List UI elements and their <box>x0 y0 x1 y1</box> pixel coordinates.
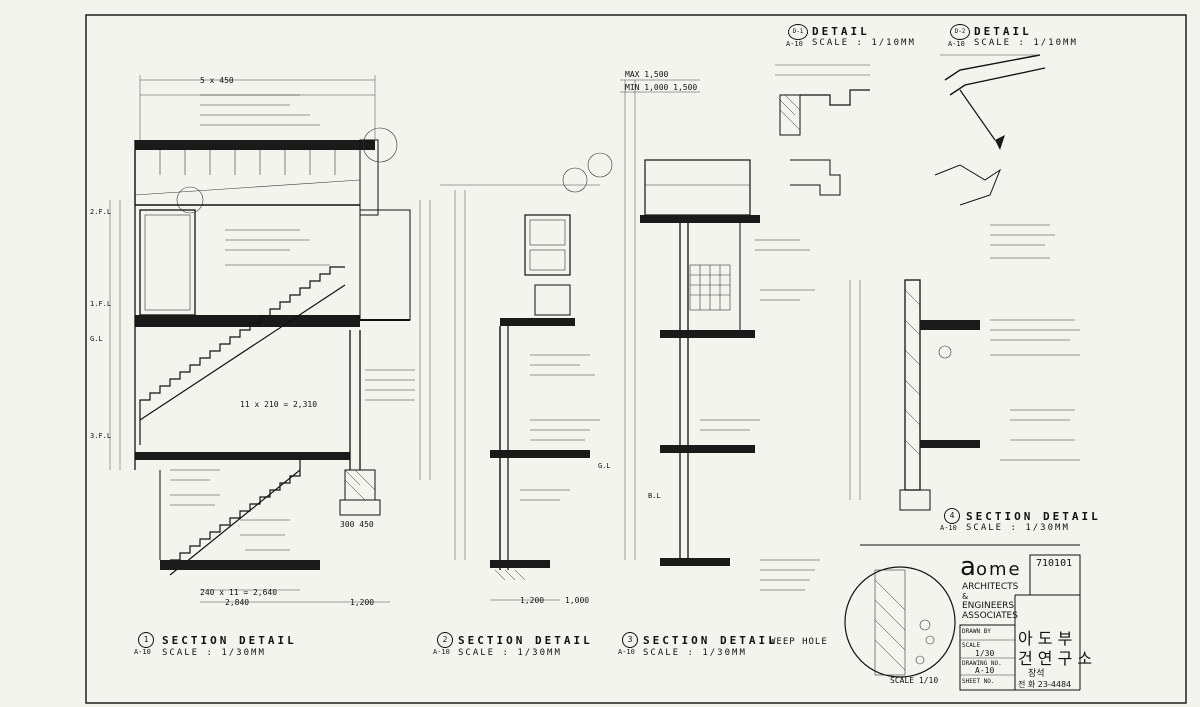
dimension-sec3-top: MAX 1,500 <box>625 70 669 79</box>
drawing-no-label: DRAWING NO. <box>962 660 1002 667</box>
section-scale-text: SCALE : 1/30MM <box>643 648 747 658</box>
level-label: 3.F.L <box>90 432 112 440</box>
detail-title-text: DETAIL <box>812 25 870 38</box>
detail-number: D-1 <box>788 24 808 40</box>
dimension-stair-bottom: 2,840 <box>225 598 250 607</box>
detail-number: D-2 <box>950 24 970 40</box>
section-title-text: SECTION DETAIL <box>162 634 297 647</box>
detail-title-text: DETAIL <box>974 25 1032 38</box>
detail-d1-drawing <box>775 64 870 196</box>
section-scale-text: SCALE : 1/30MM <box>458 648 562 658</box>
section-ref: A-10 <box>433 648 450 656</box>
wall-detail-scale: SCALE 1/10 <box>890 676 939 685</box>
section-number: 3 <box>622 632 638 648</box>
detail-scale-text: SCALE : 1/10MM <box>812 38 916 48</box>
dimension-sec3-top2: MIN 1,000 1,500 <box>625 83 698 92</box>
dimension-stair-run: 240 x 11 = 2,640 <box>200 588 278 597</box>
section-scale-text: SCALE : 1/30MM <box>162 648 266 658</box>
firm-name-line3: ENGINEERS <box>962 601 1015 611</box>
section-number: 4 <box>944 508 960 524</box>
title-block <box>860 544 1081 691</box>
dimension-bay: 1,000 <box>565 596 590 605</box>
dimension-sec1-top: 5 x 450 <box>200 76 234 85</box>
sheet-no-label: SHEET NO. <box>962 678 995 685</box>
level-label: 1.F.L <box>90 300 112 308</box>
detail-ref: A-10 <box>786 40 803 48</box>
wall-detail-circle <box>844 566 956 678</box>
level-label: B.L <box>648 492 661 500</box>
firm-logo: aome <box>960 552 1022 582</box>
section-3-drawing <box>587 79 820 591</box>
detail-scale-text: SCALE : 1/10MM <box>974 38 1078 48</box>
firm-name-line1: ARCHITECTS <box>962 582 1019 592</box>
section-ref: A-10 <box>618 648 635 656</box>
section-title-text: SECTION DETAIL <box>458 634 593 647</box>
dimension-sec2-base: 300 450 <box>340 520 374 529</box>
scale-label: SCALE <box>962 642 981 649</box>
project-number: 710101 <box>1036 558 1073 569</box>
section-4-drawing <box>849 224 1080 511</box>
dimension-stair-rise: 11 x 210 = 2,310 <box>240 400 318 409</box>
section-scale-text: SCALE : 1/30MM <box>966 523 1070 533</box>
firm-korean-name-1: 아 도 부 <box>1018 629 1073 648</box>
level-label: 2.F.L <box>90 208 112 216</box>
korean-address: 장석 <box>1028 669 1045 679</box>
weep-hole-note: WEEP HOLE <box>770 637 828 647</box>
section-ref: A-10 <box>940 524 957 532</box>
detail-ref: A-10 <box>948 40 965 48</box>
firm-name-line4: ASSOCIATES <box>962 611 1018 621</box>
section-2-drawing <box>440 167 600 601</box>
detail-d2-drawing <box>934 54 1046 206</box>
section-number: 2 <box>437 632 453 648</box>
level-label: G.L <box>598 462 611 470</box>
drawn-by-label: DRAWN BY <box>962 628 991 635</box>
dimension-stair-right: 1,200 <box>350 598 375 607</box>
dimension-sec2-bottom: 1,200 <box>520 596 545 605</box>
scale-value: 1/30 <box>975 649 995 658</box>
firm-name-line2: & <box>962 592 969 601</box>
section-title-text: SECTION DETAIL <box>966 510 1101 523</box>
drawing-no-value: A-10 <box>975 666 995 675</box>
sheet-border <box>85 14 1187 704</box>
firm-korean-name-2: 건 연 구 소 <box>1018 649 1093 668</box>
level-label: G.L <box>90 335 103 343</box>
section-ref: A-10 <box>134 648 151 656</box>
section-title-text: SECTION DETAIL <box>643 634 778 647</box>
section-1-drawing <box>109 75 431 603</box>
phone-number: 전 화 23-4484 <box>1018 680 1072 689</box>
section-number: 1 <box>138 632 154 648</box>
